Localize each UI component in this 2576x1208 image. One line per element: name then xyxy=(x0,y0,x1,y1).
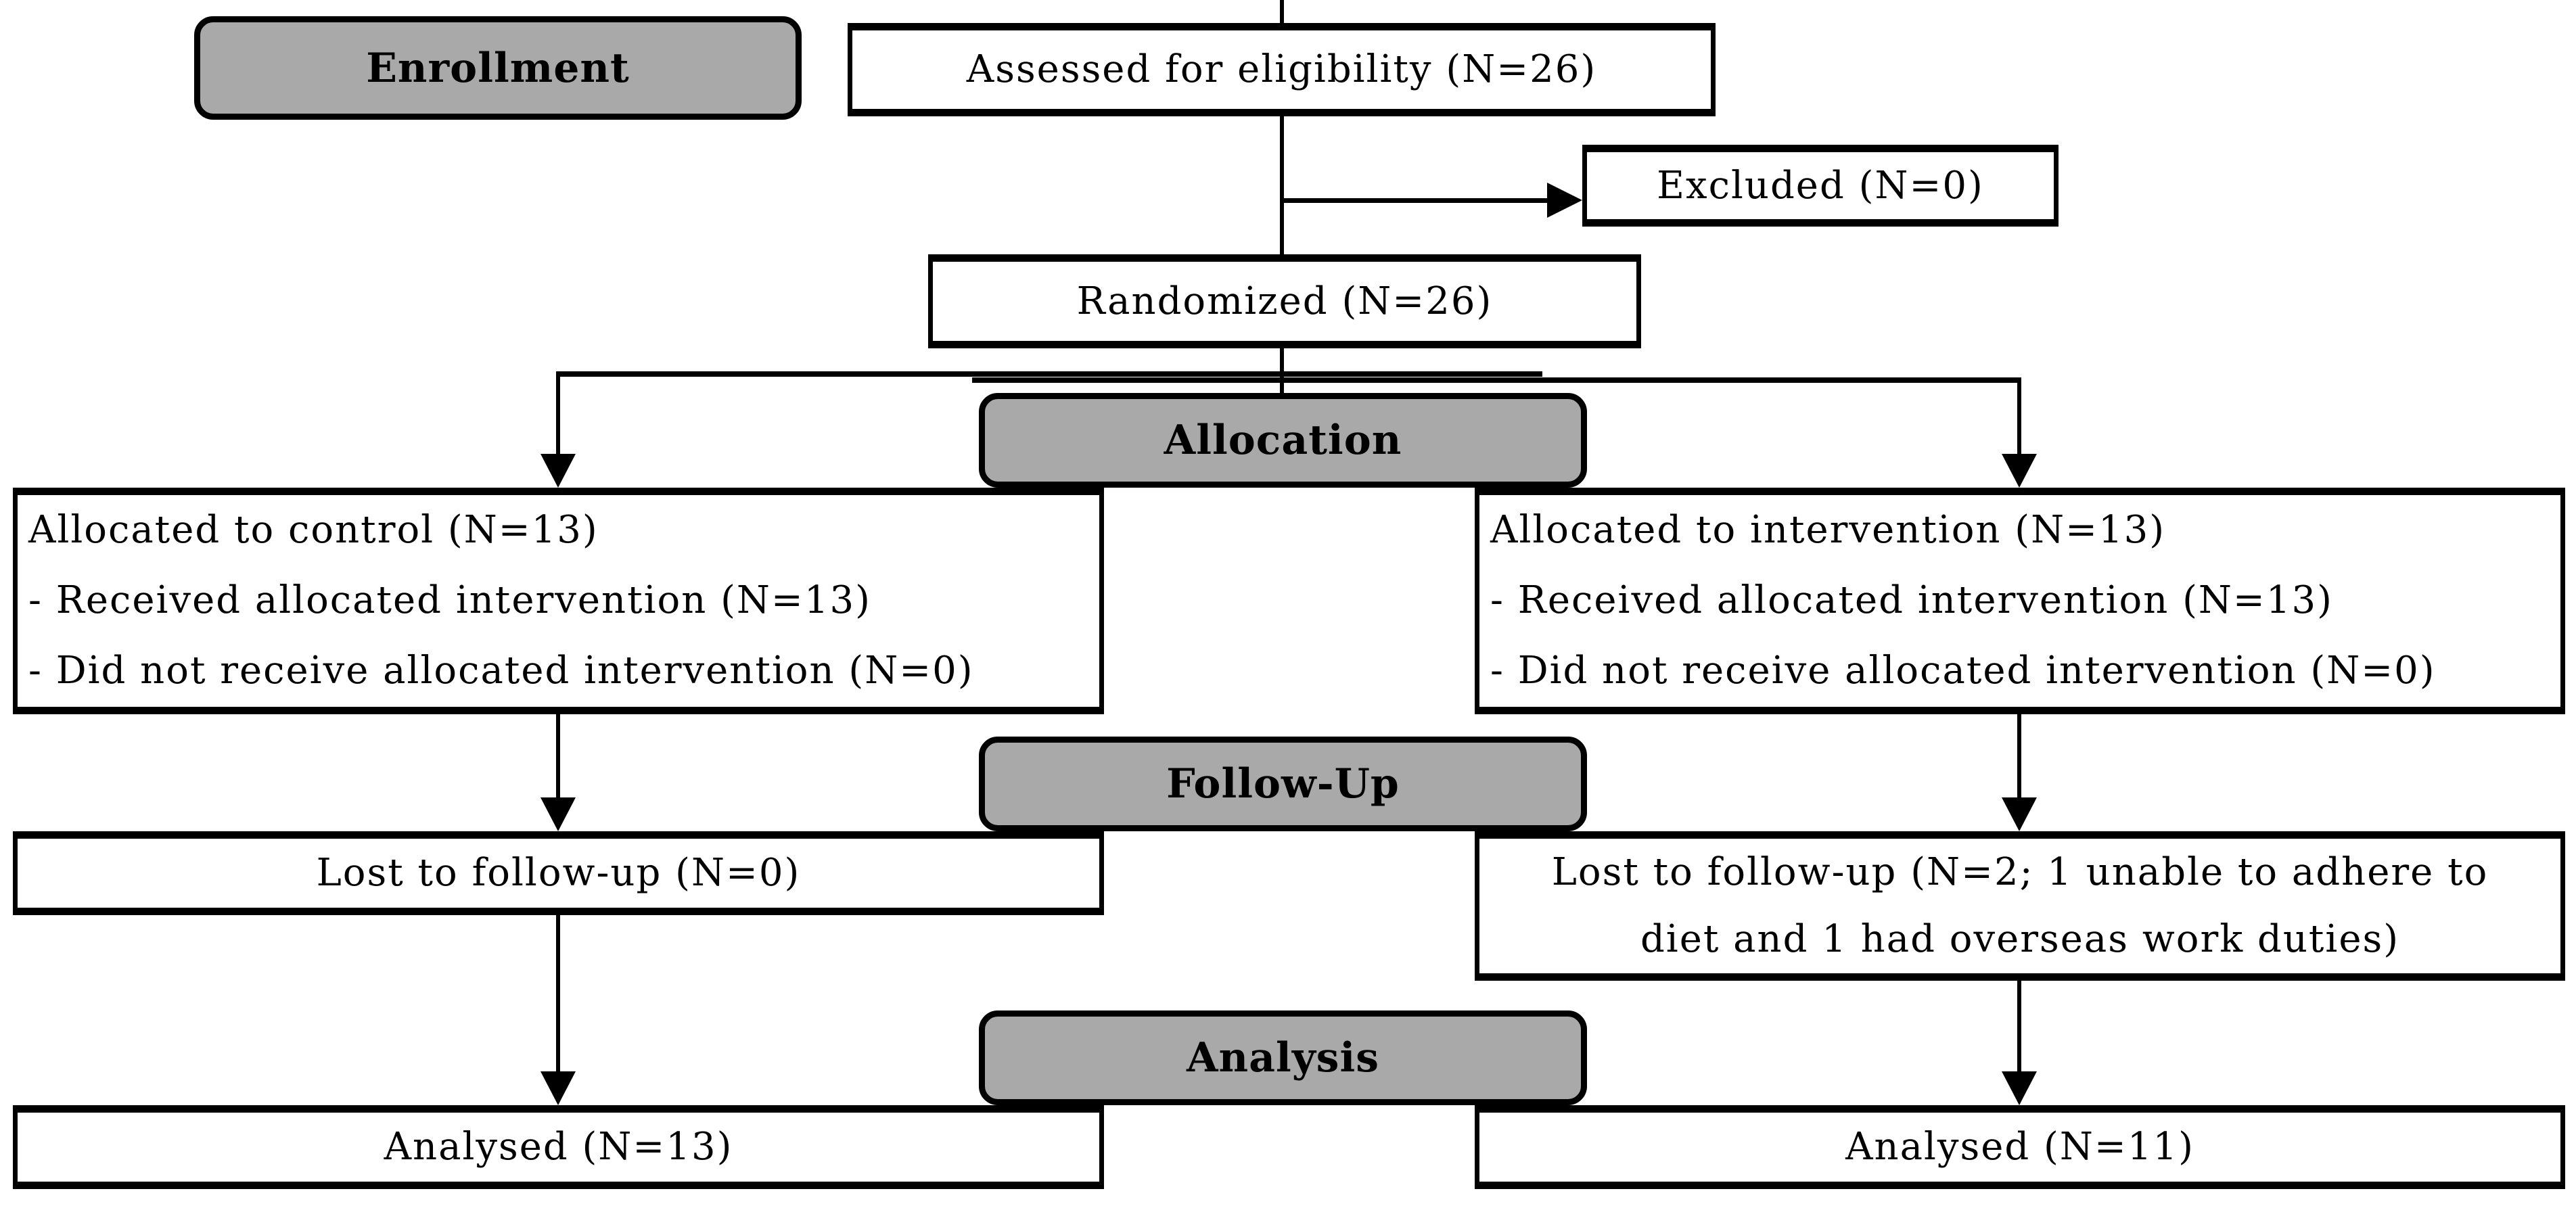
arrow-down-icon xyxy=(2002,454,2037,488)
connector-assessed-to-randomized xyxy=(1280,116,1284,254)
control-allocation-line: - Received allocated intervention (N=13) xyxy=(28,578,871,622)
intervention-analysed-text: Analysed (N=11) xyxy=(1845,1125,2194,1169)
control-analysed-box: Analysed (N=13) xyxy=(13,1105,1104,1189)
control-analysed-text: Analysed (N=13) xyxy=(384,1125,733,1169)
arrow-down-icon xyxy=(2002,797,2037,831)
control-allocation-line: - Did not receive allocated intervention… xyxy=(28,649,974,693)
allocation-stage-label: Allocation xyxy=(979,393,1587,488)
intervention-allocation-line: Allocated to intervention (N=13) xyxy=(1490,508,2166,552)
randomized-box: Randomized (N=26) xyxy=(928,254,1641,348)
branch-line-left-segment xyxy=(559,371,1542,377)
arrow-right-icon xyxy=(1547,183,1582,218)
branch-line-right-segment xyxy=(972,377,2017,383)
control-followup-box: Lost to follow-up (N=0) xyxy=(13,831,1104,915)
allocation-stage-text: Allocation xyxy=(1164,417,1402,464)
excluded-box: Excluded (N=0) xyxy=(1582,145,2058,227)
intervention-followup-box: Lost to follow-up (N=2; 1 unable to adhe… xyxy=(1475,831,2565,981)
control-allocation-box: Allocated to control (N=13) - Received a… xyxy=(13,488,1104,714)
intervention-followup-line: Lost to follow-up (N=2; 1 unable to adhe… xyxy=(1551,850,2489,894)
connector-top-tick xyxy=(1280,0,1284,23)
connector-to-excluded xyxy=(1282,198,1552,203)
connector-control-allocation-to-followup xyxy=(556,714,560,798)
analysis-stage-label: Analysis xyxy=(979,1010,1587,1105)
control-allocation-line: Allocated to control (N=13) xyxy=(28,508,599,552)
connector-intervention-followup-to-analysis xyxy=(2017,981,2021,1072)
connector-control-followup-to-analysis xyxy=(556,915,560,1072)
randomized-text: Randomized (N=26) xyxy=(1076,279,1493,323)
assessed-eligibility-text: Assessed for eligibility (N=26) xyxy=(966,47,1597,92)
intervention-allocation-box: Allocated to intervention (N=13) - Recei… xyxy=(1475,488,2565,714)
intervention-followup-line: diet and 1 had overseas work duties) xyxy=(1640,917,2400,961)
intervention-allocation-line: - Did not receive allocated intervention… xyxy=(1490,649,2436,693)
arrow-down-icon xyxy=(540,797,576,831)
analysis-stage-text: Analysis xyxy=(1186,1034,1380,1082)
followup-stage-text: Follow-Up xyxy=(1166,760,1400,808)
excluded-text: Excluded (N=0) xyxy=(1657,163,1984,208)
enrollment-stage-label: Enrollment xyxy=(194,16,802,120)
control-followup-text: Lost to follow-up (N=0) xyxy=(316,851,801,896)
assessed-eligibility-box: Assessed for eligibility (N=26) xyxy=(848,23,1716,116)
arrow-down-icon xyxy=(540,1071,576,1105)
enrollment-stage-text: Enrollment xyxy=(366,44,630,92)
connector-branch-to-intervention-allocation xyxy=(2017,377,2021,455)
connector-branch-to-control-allocation xyxy=(556,371,560,455)
arrow-down-icon xyxy=(2002,1071,2037,1105)
intervention-analysed-box: Analysed (N=11) xyxy=(1475,1105,2565,1189)
connector-intervention-allocation-to-followup xyxy=(2017,714,2021,798)
intervention-allocation-line: - Received allocated intervention (N=13) xyxy=(1490,578,2333,622)
followup-stage-label: Follow-Up xyxy=(979,737,1587,831)
arrow-down-icon xyxy=(540,454,576,488)
